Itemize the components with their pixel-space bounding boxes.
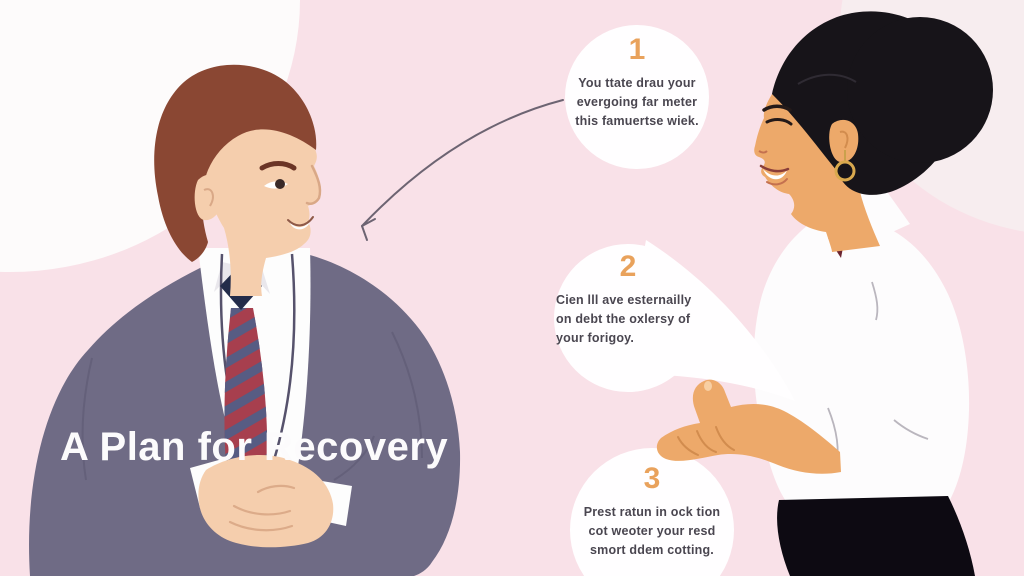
step-3-number: 3 <box>643 462 661 495</box>
woman-skirt <box>777 496 975 576</box>
man-smile-line <box>287 216 314 227</box>
step-1-line-2: evergoing far meter <box>576 95 698 109</box>
man-ear-line <box>203 188 214 207</box>
woman-eye <box>765 118 793 126</box>
step-1-line-1: You ttate drau your <box>578 76 696 90</box>
man-finger-lines <box>228 484 296 532</box>
woman-illustration <box>610 11 993 576</box>
woman-head <box>754 94 880 252</box>
woman-nostril <box>758 150 768 154</box>
thumb-nail <box>704 381 712 391</box>
step-3-text: Prest ratun in ock tion cot weoter your … <box>560 503 744 560</box>
step-2-number: 2 <box>619 250 637 283</box>
step-panel-1: 1 You ttate drau your evergoing far mete… <box>553 33 721 131</box>
arrow-shaft <box>361 99 564 227</box>
woman-finger-lines <box>677 426 735 456</box>
woman-ear <box>829 119 859 163</box>
suit-fold-lines <box>81 331 423 481</box>
step-2-text: Cien lll ave esternailly on debt the oxl… <box>544 291 712 348</box>
woman-hair-highlight <box>797 73 857 85</box>
step-2-line-2: on debt the oxlersy of <box>556 312 691 326</box>
woman-eyebrow <box>762 104 792 112</box>
woman-arm-hand <box>656 379 841 474</box>
man-nose-line <box>305 164 322 206</box>
step-2-line-3: your forigoy. <box>556 331 635 345</box>
man-eye-iris <box>275 179 285 189</box>
man-eyebrow <box>259 161 297 171</box>
man-head <box>203 92 321 296</box>
page-title: A Plan for Recovery <box>60 425 449 469</box>
step-2-line-1: Cien lll ave esternailly <box>556 293 692 307</box>
woman-lower-lip <box>766 178 788 186</box>
woman-ear-line <box>839 130 849 149</box>
step-1-text: You ttate drau your evergoing far meter … <box>553 74 721 131</box>
step-3-line-1: Prest ratun in ock tion <box>583 505 721 519</box>
arrow-curve <box>361 99 564 241</box>
woman-smile-line <box>759 164 790 173</box>
man-teeth <box>289 219 311 230</box>
paper-sheet <box>610 240 795 401</box>
man-ear <box>194 174 225 221</box>
step-1-line-3: this famuertse wiek. <box>575 114 699 128</box>
woman-hair-bun <box>847 17 993 163</box>
man-illustration <box>29 64 461 576</box>
step-circle-1 <box>565 25 709 169</box>
arrow-head <box>361 218 376 241</box>
step-panel-3: 3 Prest ratun in ock tion cot weoter you… <box>560 462 744 560</box>
step-panel-2: 2 Cien lll ave esternailly on debt the o… <box>544 250 712 348</box>
earring-hoop-icon <box>834 160 856 182</box>
step-3-line-3: smort ddem cotting. <box>590 543 714 557</box>
man-hair <box>154 64 317 262</box>
step-circle-3 <box>570 448 734 576</box>
woman-teeth <box>763 169 787 180</box>
step-3-line-2: cot weoter your resd <box>588 524 716 538</box>
step-1-number: 1 <box>628 33 646 66</box>
